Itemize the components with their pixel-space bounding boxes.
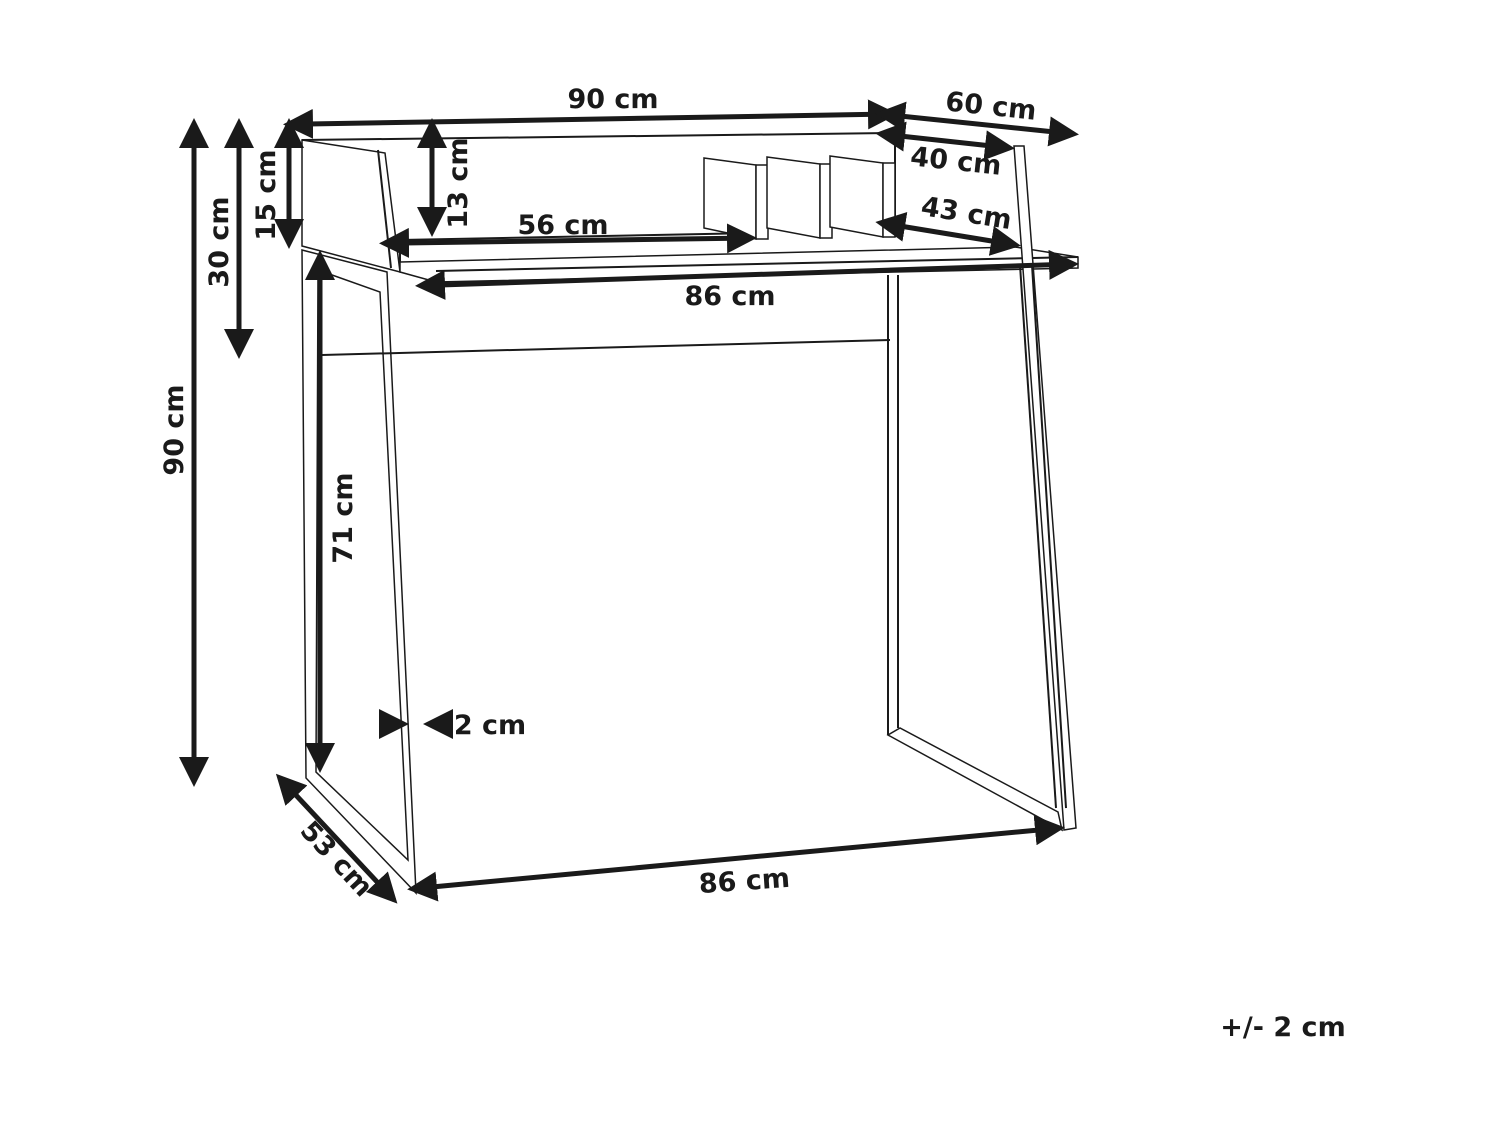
label-upper-structure-height: 30 cm [204, 196, 235, 287]
label-base-width: 86 cm [698, 863, 791, 900]
label-total-height: 90 cm [159, 384, 190, 475]
desk-outline [301, 132, 1079, 895]
label-desk-height: 71 cm [328, 472, 359, 563]
label-frame-thickness: 2 cm [454, 710, 526, 741]
dimension-arrows [179, 99, 1079, 904]
label-upper-inner-width: 56 cm [517, 210, 608, 241]
label-total-width: 90 cm [567, 84, 658, 115]
label-shelf-height: 13 cm [443, 137, 474, 228]
label-desktop-width: 86 cm [684, 281, 775, 312]
tolerance-note: +/- 2 cm [1220, 1012, 1345, 1043]
label-side-panel-height: 15 cm [251, 149, 282, 240]
